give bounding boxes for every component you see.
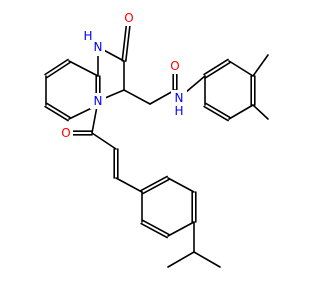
- bond-c2-ch2: [123, 89, 151, 105]
- bond-p4-p5: [167, 221, 195, 237]
- bonds-layer: [44, 16, 269, 268]
- bond-a2-a3-double: [46, 102, 71, 119]
- bond-a2-a3-double: [44, 105, 69, 122]
- bond-a6-a1-double: [46, 61, 71, 79]
- bond-b4-b5: [228, 104, 254, 120]
- atoms-layer: H N O N O O N H: [59, 10, 187, 141]
- lactam-oxygen-label: O: [124, 11, 133, 25]
- bond-b1-b2-double: [203, 58, 229, 76]
- ring-nitrogen-label: N: [94, 94, 103, 108]
- bond-ipr-me1: [193, 251, 221, 268]
- bond-ch2-cam: [149, 89, 176, 105]
- amide-oxygen-label: O: [170, 59, 179, 73]
- bond-ipr-me2: [167, 251, 195, 268]
- bond-cac-ca: [91, 132, 117, 150]
- bond-b5-b6-double: [205, 102, 231, 119]
- bond-p5-p6-double: [140, 222, 168, 239]
- ring-nh-hydrogen-label: H: [83, 29, 92, 43]
- bond-b1-b2-double: [205, 61, 231, 79]
- bond-a6-a1-double: [44, 58, 69, 76]
- amide-nitrogen-label: N: [175, 91, 184, 105]
- bond-p2-p3: [167, 177, 195, 193]
- bond-p5-p6-double: [142, 219, 170, 236]
- ring-nh-nitrogen-label: N: [94, 40, 103, 54]
- acryloyl-oxygen-label: O: [61, 126, 70, 140]
- bond-b5-b6-double: [203, 105, 229, 122]
- bond-p1-p2-double: [142, 178, 170, 195]
- molecule-structure: H N O N O O N H: [44, 10, 269, 268]
- bond-p1-p2-double: [140, 175, 168, 192]
- amide-hydrogen-label: H: [174, 104, 183, 118]
- bond-b2-b3: [228, 60, 254, 77]
- bond-b3-m1: [252, 54, 269, 77]
- bond-a5-a6: [68, 60, 99, 77]
- bond-cb-p1: [115, 177, 143, 193]
- bond-b4-m2: [252, 104, 269, 120]
